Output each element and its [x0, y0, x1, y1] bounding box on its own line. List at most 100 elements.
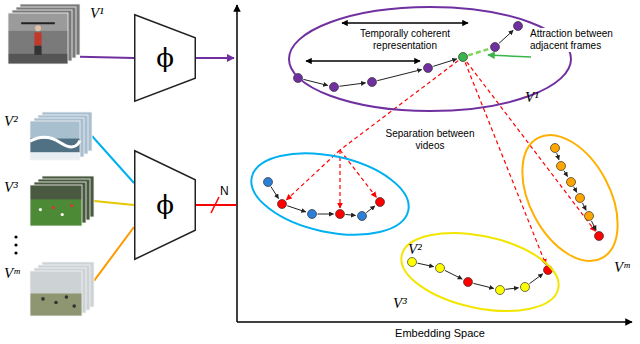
y-axis	[236, 5, 238, 322]
trajectory-link	[433, 59, 457, 66]
video-label: V²	[4, 113, 18, 129]
frame-ground	[30, 185, 82, 226]
frame-stack	[30, 176, 94, 226]
trajectory-link	[366, 206, 375, 213]
trajectory-link	[417, 263, 433, 266]
video-frame	[30, 121, 80, 160]
video-label: V¹	[90, 5, 104, 21]
scene-area	[34, 32, 41, 45]
frame-point	[358, 212, 367, 221]
ellipsis-dots	[14, 235, 17, 254]
frame-point	[424, 64, 433, 73]
cluster-ellipse	[289, 7, 571, 111]
cluster-ellipse	[394, 220, 565, 324]
encoder-outline	[135, 151, 196, 260]
count-label: N	[220, 184, 229, 199]
video-frames: V²	[30, 112, 92, 160]
video-frames: V³	[30, 176, 94, 226]
scene-figure	[61, 213, 64, 216]
trajectory-link	[529, 274, 542, 284]
x-axis	[237, 321, 632, 323]
frame-point	[521, 283, 530, 292]
scene-figure	[52, 206, 55, 209]
trajectory-link	[557, 153, 559, 160]
frame-point	[464, 278, 473, 287]
dot	[14, 243, 17, 246]
trajectory-link	[287, 206, 306, 212]
frame-ground	[30, 121, 80, 160]
frame-stack	[30, 112, 92, 160]
frame-point	[551, 144, 560, 153]
cluster-outline	[245, 148, 415, 240]
frame-stack	[30, 262, 94, 316]
video-cluster: V²	[245, 148, 415, 240]
output-arrow	[196, 57, 234, 59]
trajectory-link	[591, 221, 596, 230]
separation-line	[286, 150, 340, 200]
frame-point	[557, 162, 566, 171]
scene-area	[30, 139, 80, 160]
video-label: V³	[4, 179, 18, 195]
input-link	[80, 57, 134, 58]
scene-wave	[30, 137, 80, 147]
trajectory-link	[468, 49, 489, 55]
frame-point	[491, 43, 500, 52]
axis-title: Embedding Space	[240, 326, 640, 340]
scene-figure	[65, 295, 69, 299]
dot	[14, 251, 17, 254]
trajectory-link	[345, 214, 355, 216]
video-frame	[8, 13, 68, 64]
separation-line	[339, 150, 340, 208]
frame-points	[264, 22, 604, 295]
scene-figure	[39, 208, 42, 211]
scene-figure	[72, 304, 76, 308]
trajectory-links	[271, 30, 596, 289]
trajectory-link	[339, 83, 365, 86]
video-label: V³	[393, 295, 407, 311]
double-arrow	[342, 22, 468, 24]
frame-ground	[30, 271, 82, 316]
frame-point	[595, 232, 604, 241]
frame-point	[436, 264, 445, 273]
frame-point	[514, 22, 523, 31]
trajectory-link	[445, 270, 462, 279]
annotation: Temporally coherent representation	[350, 28, 460, 52]
trajectory-link	[377, 70, 421, 81]
frame-point	[408, 258, 417, 267]
scene-area	[30, 294, 82, 317]
trajectory-link	[505, 288, 518, 290]
video-frames: Vᵐ	[30, 262, 94, 316]
frame-point	[330, 83, 339, 92]
frame-ground	[8, 13, 68, 64]
frame-border	[30, 185, 82, 226]
separation-line	[467, 62, 596, 231]
frame-point	[496, 286, 505, 295]
frame-point	[459, 53, 468, 62]
video-cluster: V¹	[288, 6, 572, 112]
cluster-ellipse	[503, 119, 637, 277]
input-link	[92, 136, 134, 183]
input-link	[94, 201, 134, 205]
scene-figure	[70, 204, 73, 207]
frame-border	[30, 121, 80, 160]
encoder-outline	[135, 15, 196, 102]
video-frame	[30, 185, 82, 226]
trajectory-link	[564, 171, 568, 177]
input-link	[94, 227, 134, 281]
frame-point	[278, 200, 287, 209]
trajectory-link	[318, 214, 334, 215]
cluster-ellipse	[244, 140, 416, 248]
scene-figure	[35, 25, 41, 31]
scene-area	[30, 152, 80, 160]
trajectory-link	[271, 187, 279, 199]
scene-area	[8, 13, 68, 31]
frame-point	[576, 194, 585, 203]
trajectory-link	[582, 203, 586, 210]
frame-point	[585, 212, 594, 221]
attraction-pointer	[488, 55, 531, 57]
slash-mark	[211, 197, 219, 213]
trajectory-link	[574, 187, 577, 193]
frame-point	[336, 210, 345, 219]
scene-area	[34, 46, 41, 55]
